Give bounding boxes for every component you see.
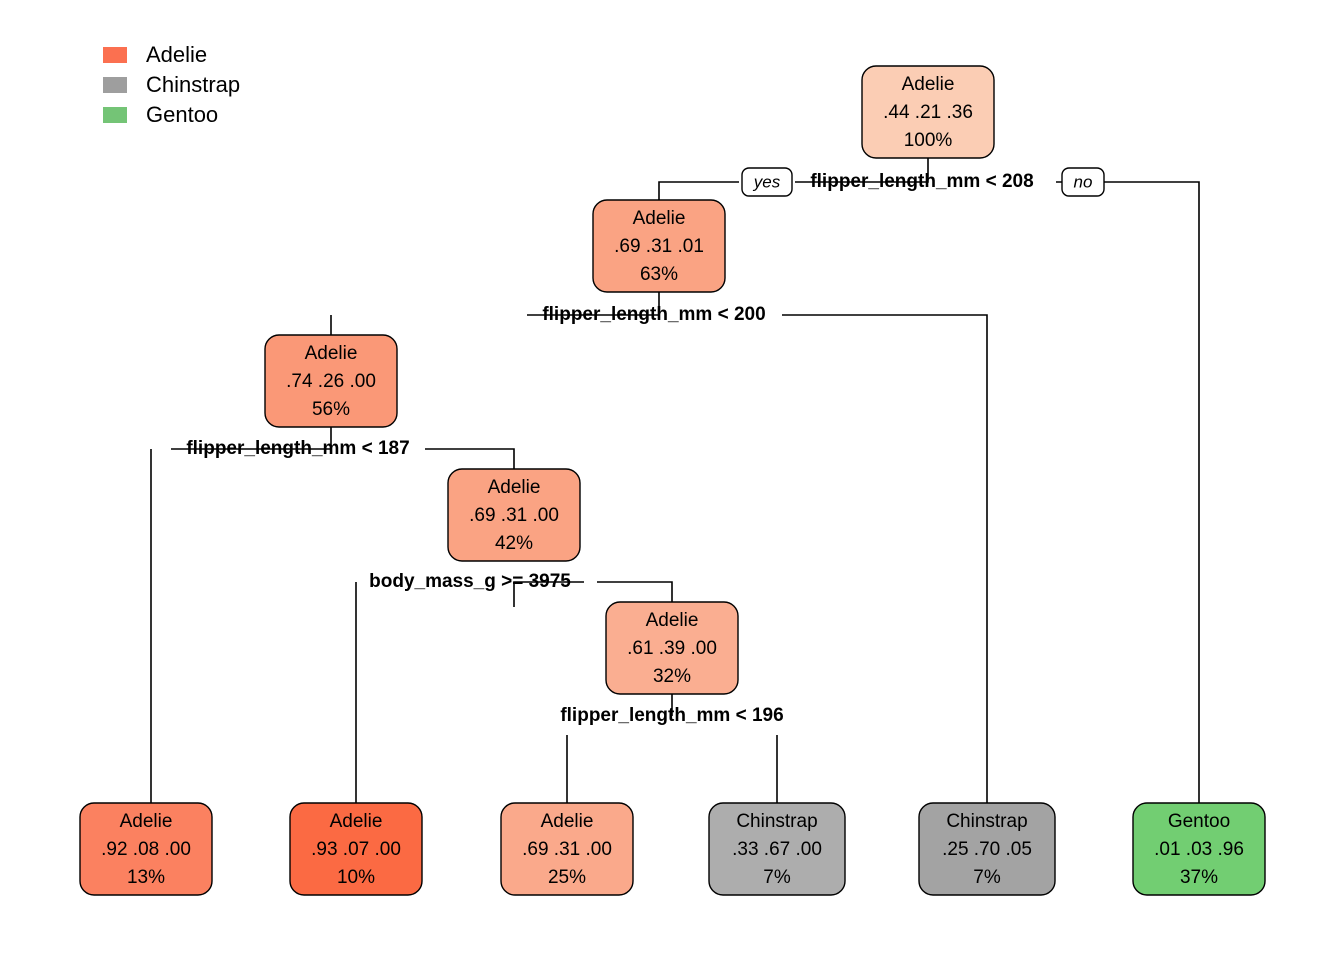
node-percent: 63% bbox=[640, 264, 678, 285]
node-probabilities: .44 .21 .36 bbox=[883, 102, 973, 123]
tree-node-n4[interactable]: Adelie .69 .31 .00 42% bbox=[447, 468, 581, 562]
tree-edge bbox=[597, 581, 673, 602]
node-class-label: Adelie bbox=[120, 811, 173, 832]
split-s1: flipper_length_mm < 208 yes no bbox=[741, 167, 1105, 197]
node-box[interactable] bbox=[592, 199, 726, 293]
split-s5: flipper_length_mm < 196 bbox=[560, 705, 783, 726]
node-class-label: Adelie bbox=[305, 343, 358, 364]
branch-pill-label-no: no bbox=[1074, 172, 1093, 191]
tree-edge bbox=[658, 181, 739, 200]
legend-swatch-adelie bbox=[103, 47, 127, 63]
node-box[interactable] bbox=[447, 468, 581, 562]
node-class-label: Chinstrap bbox=[736, 811, 817, 832]
tree-node-n2[interactable]: Adelie .69 .31 .01 63% bbox=[592, 199, 726, 293]
node-percent: 42% bbox=[495, 533, 533, 554]
node-percent: 25% bbox=[548, 867, 586, 888]
node-box[interactable] bbox=[79, 802, 213, 896]
node-box[interactable] bbox=[289, 802, 423, 896]
branch-pill-box-no bbox=[1061, 167, 1105, 197]
node-probabilities: .69 .31 .00 bbox=[469, 505, 559, 526]
node-class-label: Adelie bbox=[646, 610, 699, 631]
node-box[interactable] bbox=[1132, 802, 1266, 896]
split-s2: flipper_length_mm < 200 bbox=[542, 304, 765, 325]
legend-swatch-chinstrap bbox=[103, 77, 127, 93]
node-box[interactable] bbox=[861, 65, 995, 159]
node-probabilities: .69 .31 .00 bbox=[522, 839, 612, 860]
tree-node-L1[interactable]: Adelie .92 .08 .00 13% bbox=[79, 802, 213, 896]
tree-node-L3[interactable]: Adelie .69 .31 .00 25% bbox=[500, 802, 634, 896]
legend-item-gentoo: Gentoo bbox=[103, 102, 218, 127]
tree-edge bbox=[513, 581, 584, 607]
node-probabilities: .69 .31 .01 bbox=[614, 236, 704, 257]
tree-nodes: Adelie .44 .21 .36 100% Adelie .69 .31 .01 63… bbox=[79, 65, 1266, 896]
tree-node-L4[interactable]: Chinstrap .33 .67 .00 7% bbox=[708, 802, 846, 896]
node-percent: 100% bbox=[904, 130, 953, 151]
split-label-text: body_mass_g >= 3975 bbox=[369, 571, 571, 592]
tree-edge bbox=[171, 427, 332, 450]
node-probabilities: .93 .07 .00 bbox=[311, 839, 401, 860]
node-probabilities: .33 .67 .00 bbox=[732, 839, 822, 860]
node-probabilities: .74 .26 .00 bbox=[286, 371, 376, 392]
branch-pill-label-yes: yes bbox=[753, 172, 781, 191]
node-probabilities: .92 .08 .00 bbox=[101, 839, 191, 860]
node-box[interactable] bbox=[918, 802, 1056, 896]
split-label-text: flipper_length_mm < 208 bbox=[810, 171, 1033, 192]
tree-edge bbox=[782, 314, 988, 803]
legend-label-adelie: Adelie bbox=[146, 42, 207, 67]
node-probabilities: .25 .70 .05 bbox=[942, 839, 1032, 860]
tree-edge bbox=[795, 158, 929, 183]
tree-edge bbox=[425, 448, 515, 469]
node-class-label: Adelie bbox=[330, 811, 383, 832]
node-percent: 10% bbox=[337, 867, 375, 888]
node-class-label: Adelie bbox=[633, 208, 686, 229]
node-percent: 56% bbox=[312, 399, 350, 420]
node-box[interactable] bbox=[605, 601, 739, 695]
node-box[interactable] bbox=[264, 334, 398, 428]
branch-pill-yes: yes bbox=[741, 167, 793, 197]
node-percent: 37% bbox=[1180, 867, 1218, 888]
tree-node-L6[interactable]: Gentoo .01 .03 .96 37% bbox=[1132, 802, 1266, 896]
legend-item-adelie: Adelie bbox=[103, 42, 207, 67]
node-percent: 13% bbox=[127, 867, 165, 888]
tree-node-n3[interactable]: Adelie .74 .26 .00 56% bbox=[264, 334, 398, 428]
node-class-label: Adelie bbox=[541, 811, 594, 832]
node-probabilities: .61 .39 .00 bbox=[627, 638, 717, 659]
tree-node-L2[interactable]: Adelie .93 .07 .00 10% bbox=[289, 802, 423, 896]
node-probabilities: .01 .03 .96 bbox=[1154, 839, 1244, 860]
branch-pill-box-yes bbox=[741, 167, 793, 197]
node-class-label: Adelie bbox=[902, 74, 955, 95]
tree-node-n5[interactable]: Adelie .61 .39 .00 32% bbox=[605, 601, 739, 695]
node-class-label: Gentoo bbox=[1168, 811, 1230, 832]
node-box[interactable] bbox=[500, 802, 634, 896]
tree-node-n1[interactable]: Adelie .44 .21 .36 100% bbox=[861, 65, 995, 159]
legend-item-chinstrap: Chinstrap bbox=[103, 72, 240, 97]
split-s4: body_mass_g >= 3975 bbox=[369, 571, 571, 592]
tree-node-L5[interactable]: Chinstrap .25 .70 .05 7% bbox=[918, 802, 1056, 896]
legend-swatch-gentoo bbox=[103, 107, 127, 123]
split-label-text: flipper_length_mm < 196 bbox=[560, 705, 783, 726]
tree-edge bbox=[527, 292, 660, 316]
node-class-label: Chinstrap bbox=[946, 811, 1027, 832]
legend-label-gentoo: Gentoo bbox=[146, 102, 218, 127]
split-label-text: flipper_length_mm < 187 bbox=[186, 438, 409, 459]
tree-edge bbox=[1056, 181, 1200, 803]
legend-label-chinstrap: Chinstrap bbox=[146, 72, 240, 97]
split-label-text: flipper_length_mm < 200 bbox=[542, 304, 765, 325]
node-percent: 7% bbox=[763, 867, 791, 888]
node-percent: 7% bbox=[973, 867, 1001, 888]
node-percent: 32% bbox=[653, 666, 691, 687]
node-box[interactable] bbox=[708, 802, 846, 896]
branch-pill-no: no bbox=[1061, 167, 1105, 197]
node-class-label: Adelie bbox=[488, 477, 541, 498]
split-s3: flipper_length_mm < 187 bbox=[186, 438, 409, 459]
